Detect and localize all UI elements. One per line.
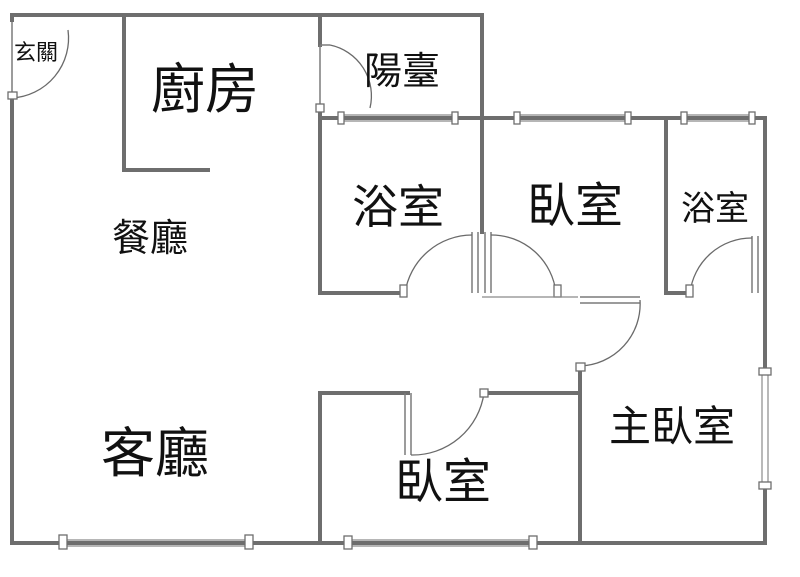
room-label-kitchen: 廚房: [151, 58, 259, 121]
room-label-bath-1: 浴室: [352, 180, 444, 234]
windows: [58, 111, 772, 550]
room-label-entrance: 玄關: [14, 41, 58, 66]
room-label-master-bedroom: 主臥室: [609, 402, 735, 451]
room-label-balcony: 陽臺: [364, 49, 440, 93]
room-label-bath-2: 浴室: [681, 189, 749, 229]
room-label-dining: 餐廳: [112, 216, 188, 260]
exterior-walls: [10, 13, 767, 545]
doors: [6, 22, 759, 456]
room-label-bedroom-2: 臥室: [395, 454, 491, 510]
room-label-living: 客廳: [101, 422, 209, 485]
interior-walls: [122, 13, 767, 545]
room-label-bedroom-1: 臥室: [527, 178, 623, 234]
room-labels: 玄關 廚房 陽臺 餐廳 浴室 臥室 浴室 客廳 臥室 主臥室: [14, 41, 749, 510]
